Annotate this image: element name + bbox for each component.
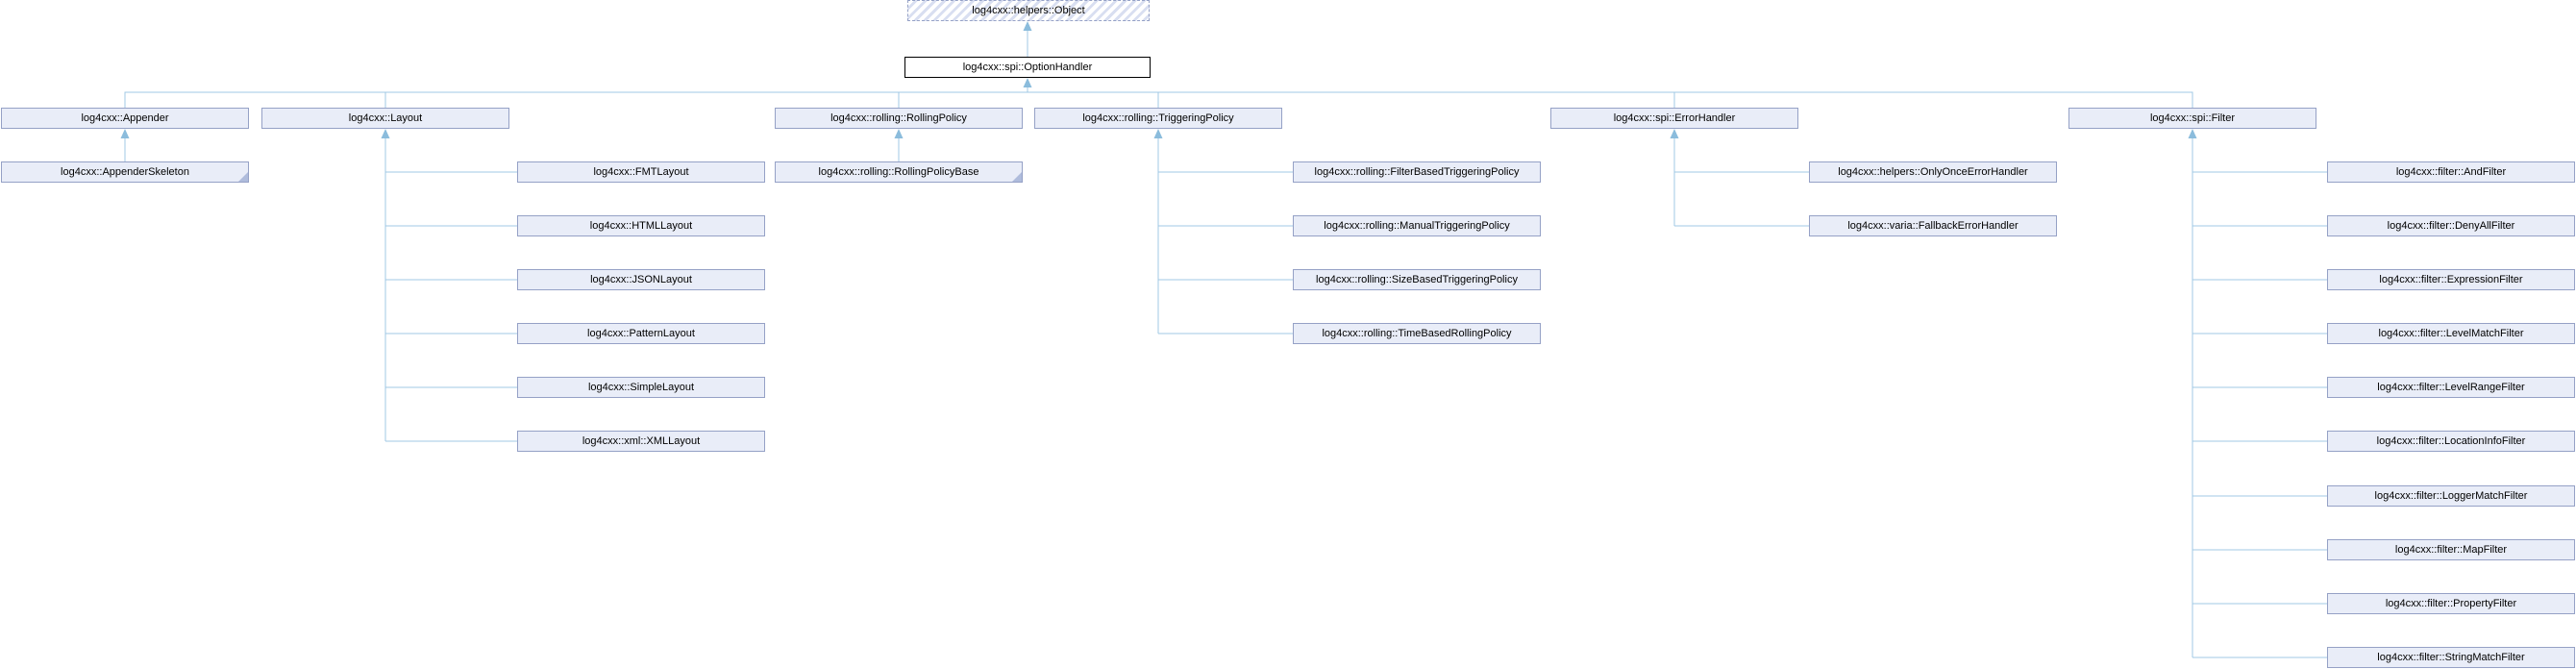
arrowhead-object [1023, 21, 1032, 31]
class-node-label: log4cxx::filter::MapFilter [2394, 544, 2508, 556]
class-node-label: log4cxx::filter::ExpressionFilter [2379, 274, 2523, 285]
class-node-label: log4cxx::JSONLayout [590, 274, 692, 285]
truncated-corner-icon [1012, 172, 1022, 182]
class-node-log4cxx-rolling-rollingpolicybase[interactable]: log4cxx::rolling::RollingPolicyBase [775, 161, 1023, 183]
arrowhead-layout [381, 129, 390, 138]
class-node-label: log4cxx::xml::XMLLayout [582, 435, 701, 447]
arrowhead-errorhandler [1670, 129, 1679, 138]
class-node-label: log4cxx::rolling::TriggeringPolicy [1082, 112, 1234, 124]
edge-triggeringpolicy-children [1157, 138, 1293, 334]
class-node-log4cxx-filter-loggermatchfilter[interactable]: log4cxx::filter::LoggerMatchFilter [2327, 485, 2575, 507]
class-node-label: log4cxx::HTMLLayout [589, 220, 693, 232]
class-node-log4cxx-appenderskeleton[interactable]: log4cxx::AppenderSkeleton [1, 161, 249, 183]
class-node-log4cxx-filter-levelrangefilter[interactable]: log4cxx::filter::LevelRangeFilter [2327, 377, 2575, 398]
class-node-label: log4cxx::helpers::Object [972, 5, 1085, 16]
edge-filter-children [2192, 138, 2327, 658]
class-node-label: log4cxx::helpers::OnlyOnceErrorHandler [1838, 166, 2028, 178]
class-node-label: log4cxx::rolling::RollingPolicy [830, 112, 967, 124]
class-node-label: log4cxx::Appender [81, 112, 169, 124]
class-node-log4cxx-filter-stringmatchfilter[interactable]: log4cxx::filter::StringMatchFilter [2327, 647, 2575, 668]
class-node-log4cxx-jsonlayout[interactable]: log4cxx::JSONLayout [517, 269, 765, 290]
class-node-log4cxx-simplelayout[interactable]: log4cxx::SimpleLayout [517, 377, 765, 398]
class-node-label: log4cxx::varia::FallbackErrorHandler [1847, 220, 2019, 232]
edge-layout-children [384, 138, 517, 442]
edge-errorhandler-children [1673, 138, 1809, 227]
class-node-label: log4cxx::filter::StringMatchFilter [2377, 652, 2525, 663]
class-node-label: log4cxx::Layout [348, 112, 423, 124]
class-node-label: log4cxx::PatternLayout [587, 328, 695, 339]
class-node-log4cxx-filter-mapfilter[interactable]: log4cxx::filter::MapFilter [2327, 539, 2575, 560]
class-node-log4cxx-filter-expressionfilter[interactable]: log4cxx::filter::ExpressionFilter [2327, 269, 2575, 290]
class-node-label: log4cxx::SimpleLayout [587, 382, 695, 393]
class-node-label: log4cxx::filter::LocationInfoFilter [2376, 435, 2526, 447]
class-node-log4cxx-filter-andfilter[interactable]: log4cxx::filter::AndFilter [2327, 161, 2575, 183]
arrowhead-filter [2188, 129, 2197, 138]
class-node-label: log4cxx::rolling::ManualTriggeringPolicy [1324, 220, 1510, 232]
class-node-log4cxx-varia-fallbackerrorhandler[interactable]: log4cxx::varia::FallbackErrorHandler [1809, 215, 2057, 236]
class-node-label: log4cxx::spi::ErrorHandler [1613, 112, 1736, 124]
class-node-label: log4cxx::rolling::RollingPolicyBase [818, 166, 979, 178]
class-node-label: log4cxx::filter::DenyAllFilter [2387, 220, 2515, 232]
class-node-label: log4cxx::rolling::FilterBasedTriggeringP… [1314, 166, 1520, 178]
class-node-log4cxx-filter-levelmatchfilter[interactable]: log4cxx::filter::LevelMatchFilter [2327, 323, 2575, 344]
class-node-log4cxx-rolling-filterbasedtriggeringpolicy[interactable]: log4cxx::rolling::FilterBasedTriggeringP… [1293, 161, 1541, 183]
class-node-log4cxx-patternlayout[interactable]: log4cxx::PatternLayout [517, 323, 765, 344]
class-node-log4cxx-appender[interactable]: log4cxx::Appender [1, 108, 249, 129]
class-node-log4cxx-fmtlayout[interactable]: log4cxx::FMTLayout [517, 161, 765, 183]
class-node-label: log4cxx::spi::Filter [2149, 112, 2236, 124]
class-node-label: log4cxx::rolling::SizeBasedTriggeringPol… [1316, 274, 1518, 285]
class-node-label: log4cxx::filter::PropertyFilter [2385, 598, 2517, 609]
truncated-corner-icon [238, 172, 248, 182]
class-node-log4cxx-rolling-sizebasedtriggeringpolicy[interactable]: log4cxx::rolling::SizeBasedTriggeringPol… [1293, 269, 1541, 290]
class-node-log4cxx-filter-denyallfilter[interactable]: log4cxx::filter::DenyAllFilter [2327, 215, 2575, 236]
class-node-label: log4cxx::AppenderSkeleton [61, 166, 189, 178]
class-node-label: log4cxx::rolling::TimeBasedRollingPolicy [1322, 328, 1512, 339]
arrowhead-triggeringpolicy [1153, 129, 1163, 138]
class-node-label: log4cxx::filter::LoggerMatchFilter [2374, 490, 2528, 502]
class-node-label: log4cxx::filter::AndFilter [2395, 166, 2507, 178]
class-node-log4cxx-xml-xmllayout[interactable]: log4cxx::xml::XMLLayout [517, 431, 765, 452]
class-node-label: log4cxx::FMTLayout [593, 166, 689, 178]
class-node-log4cxx-spi-errorhandler[interactable]: log4cxx::spi::ErrorHandler [1550, 108, 1798, 129]
class-node-log4cxx-helpers-onlyonceerrorhandler[interactable]: log4cxx::helpers::OnlyOnceErrorHandler [1809, 161, 2057, 183]
class-node-log4cxx-layout[interactable]: log4cxx::Layout [261, 108, 509, 129]
class-node-log4cxx-filter-locationinfofilter[interactable]: log4cxx::filter::LocationInfoFilter [2327, 431, 2575, 452]
class-node-label: log4cxx::filter::LevelRangeFilter [2377, 382, 2525, 393]
arrowhead-appender [120, 129, 130, 138]
class-node-log4cxx-rolling-manualtriggeringpolicy[interactable]: log4cxx::rolling::ManualTriggeringPolicy [1293, 215, 1541, 236]
class-node-log4cxx-spi-filter[interactable]: log4cxx::spi::Filter [2068, 108, 2316, 129]
arrowhead-optionhandler [1023, 78, 1032, 87]
class-node-log4cxx-rolling-rollingpolicy[interactable]: log4cxx::rolling::RollingPolicy [775, 108, 1023, 129]
class-node-label: log4cxx::spi::OptionHandler [962, 62, 1093, 73]
class-node-log4cxx-spi-optionhandler[interactable]: log4cxx::spi::OptionHandler [904, 57, 1151, 78]
class-node-label: log4cxx::filter::LevelMatchFilter [2378, 328, 2524, 339]
class-node-log4cxx-htmllayout[interactable]: log4cxx::HTMLLayout [517, 215, 765, 236]
class-node-log4cxx-helpers-object[interactable]: log4cxx::helpers::Object [907, 0, 1150, 21]
class-node-log4cxx-rolling-timebasedrollingpolicy[interactable]: log4cxx::rolling::TimeBasedRollingPolicy [1293, 323, 1541, 344]
arrowhead-rollingpolicy [894, 129, 904, 138]
class-node-log4cxx-filter-propertyfilter[interactable]: log4cxx::filter::PropertyFilter [2327, 593, 2575, 614]
class-node-log4cxx-rolling-triggeringpolicy[interactable]: log4cxx::rolling::TriggeringPolicy [1034, 108, 1282, 129]
edge-interfaces-to-optionhandler [124, 87, 2193, 108]
